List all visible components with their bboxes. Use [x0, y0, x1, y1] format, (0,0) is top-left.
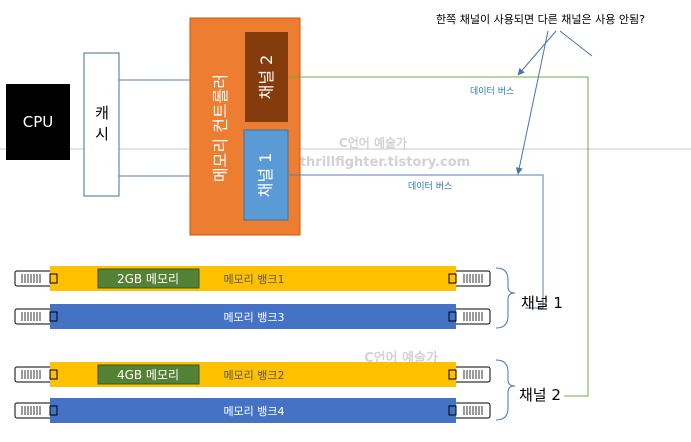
right-latch	[452, 366, 491, 383]
memory-bank-label: 메모리 뱅크4	[223, 405, 284, 418]
memory-bank-label: 메모리 뱅크3	[223, 311, 284, 324]
watermark-line-2: thrillfighter.tistory.com	[300, 155, 470, 170]
memory-chip	[97, 364, 200, 385]
left-latch	[14, 366, 53, 383]
memory-bank-label: 메모리 뱅크1	[223, 273, 284, 286]
memory-chip	[97, 268, 200, 289]
data-bus-label-top: 데이터 버스	[470, 86, 514, 97]
question-arrow-2	[515, 30, 549, 175]
cache-label-2: 시	[95, 125, 109, 143]
left-latch	[14, 270, 53, 287]
module-notch	[448, 369, 457, 380]
left-latch	[14, 308, 53, 325]
controller-label: 메모리 컨트롤러	[211, 74, 230, 182]
channel-1-bus	[288, 174, 544, 309]
cache-block: 캐 시	[83, 52, 120, 197]
right-latch	[452, 270, 491, 287]
memory-module-2: 메모리 뱅크3	[14, 304, 491, 329]
memory-module-4: 메모리 뱅크4	[14, 398, 491, 423]
data-bus-label-bottom: 데이터 버스	[408, 181, 452, 192]
module-notch	[448, 311, 457, 322]
watermark-line-1: C언어 예술가	[339, 135, 407, 150]
channel-2-brace	[495, 359, 516, 421]
channel-2-box: 채널 2	[245, 32, 288, 122]
memory-chip-label: 4GB 메모리	[117, 368, 179, 382]
module-notch	[49, 405, 58, 416]
memory-bank-label: 메모리 뱅크2	[223, 369, 284, 382]
channel-1-box-label: 채널 1	[256, 153, 275, 198]
memory-module-3: 4GB 메모리 메모리 뱅크2	[14, 362, 491, 387]
channel-1-box: 채널 1	[243, 129, 289, 221]
cpu-block: CPU	[6, 84, 70, 160]
watermark: C언어 예술가 thrillfighter.tistory.com C언어 예술…	[300, 135, 488, 386]
module-notch	[448, 405, 457, 416]
module-notch	[49, 369, 58, 380]
module-body	[50, 398, 456, 423]
memory-module-1: 2GB 메모리 메모리 뱅크1	[14, 266, 491, 291]
cache-label-1: 캐	[95, 104, 109, 122]
module-notch	[49, 273, 58, 284]
channel-1-brace	[495, 267, 516, 329]
module-body	[50, 304, 456, 329]
left-latch	[14, 402, 53, 419]
right-latch	[452, 402, 491, 419]
group-label-channel-2: 채널 2	[519, 386, 561, 404]
cpu-label: CPU	[23, 113, 54, 131]
question-arrow-1	[517, 30, 557, 76]
channel-2-box-label: 채널 2	[257, 55, 276, 100]
memory-chip-label: 2GB 메모리	[117, 272, 179, 286]
right-latch	[452, 308, 491, 325]
channel-2-bus	[288, 76, 589, 397]
group-label-channel-1: 채널 1	[521, 294, 563, 312]
module-notch	[49, 311, 58, 322]
question-arrow-3	[559, 30, 593, 57]
module-notch	[448, 273, 457, 284]
question-annotation: 한쪽 채널이 사용되면 다른 채널은 사용 안됨?	[436, 13, 645, 26]
memory-modules: 2GB 메모리 메모리 뱅크1 메모리 뱅크3 4GB 메모리 메모리 뱅크2 메모리 뱅…	[14, 266, 491, 423]
